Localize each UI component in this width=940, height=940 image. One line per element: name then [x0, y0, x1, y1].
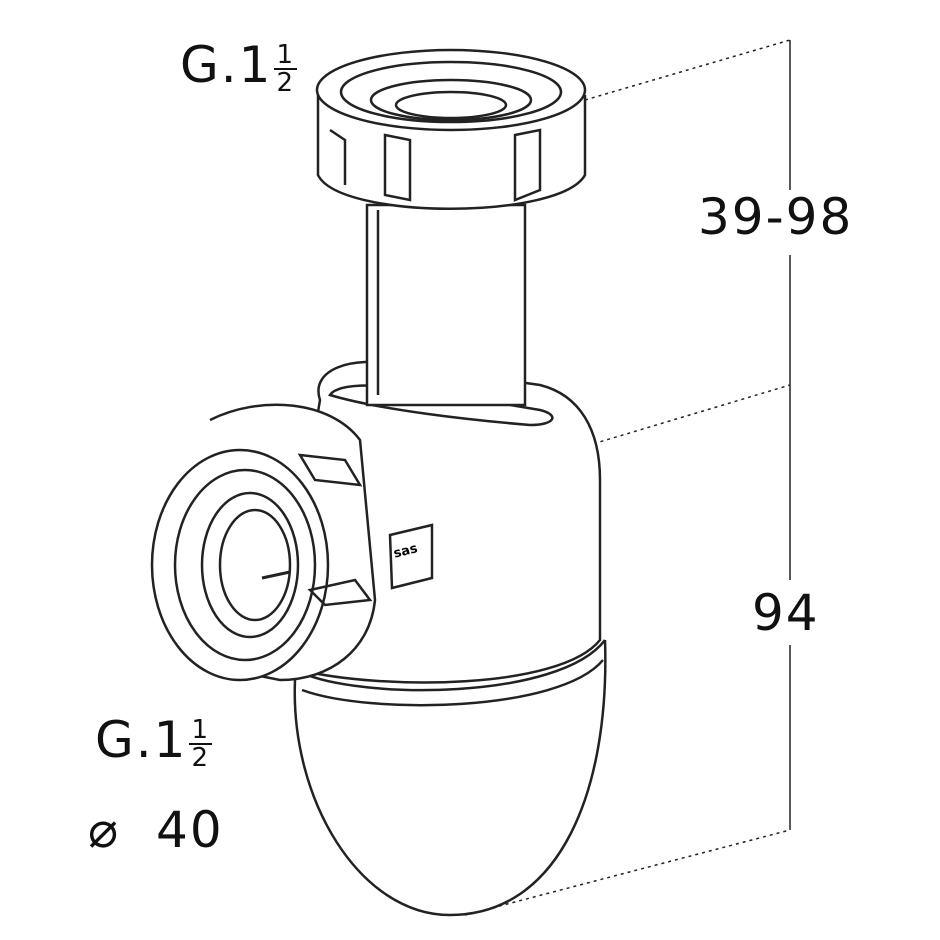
height-range-label: 39-98 — [698, 188, 854, 246]
diameter-label: ⌀ 40 — [88, 805, 224, 855]
top-nut — [315, 48, 587, 210]
fraction-numerator: 1 — [189, 714, 212, 745]
trap-bottle — [293, 639, 607, 917]
thread-size: G.1 — [95, 711, 188, 769]
diameter-icon: ⌀ — [88, 801, 121, 859]
diameter-value: 40 — [156, 801, 224, 859]
side-nut — [150, 403, 377, 682]
fraction-denominator: 2 — [276, 67, 295, 98]
tail-pipe — [365, 203, 527, 407]
logo-frame — [388, 523, 434, 590]
outlet-height-label: 94 — [752, 584, 820, 642]
fraction-numerator: 1 — [274, 39, 297, 70]
fraction-denominator: 2 — [191, 742, 210, 773]
thread-size: G.1 — [180, 36, 273, 94]
dimension-lines — [244, 39, 791, 916]
